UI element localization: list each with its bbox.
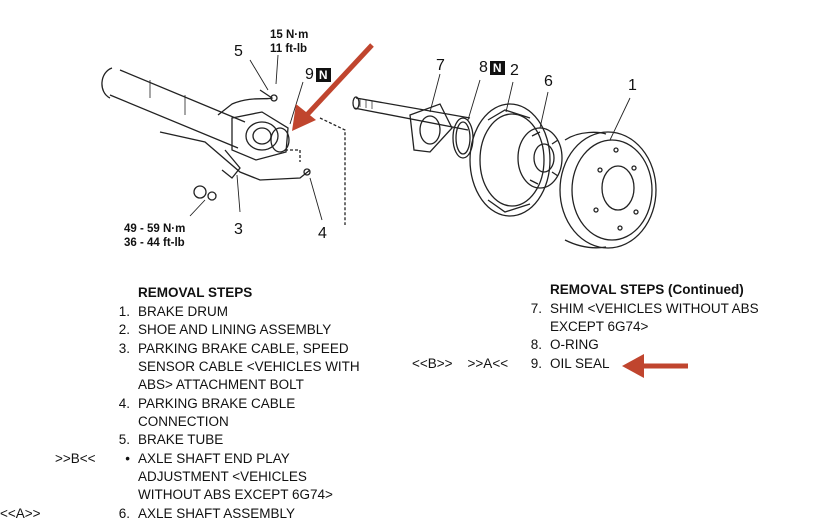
n-mark: N [489,61,505,75]
left-step-bullet: • AXLE SHAFT END PLAY ADJUSTMENT <VEHICL… [104,450,333,504]
backing-plate [469,103,551,217]
brake-drum [559,131,657,249]
left-step-1: 1. BRAKE DRUM [104,303,228,321]
left-step-6: 6. AXLE SHAFT ASSEMBLY [104,505,295,523]
step-number: 2. [118,322,130,337]
step-text: BRAKE TUBE [138,432,224,447]
torque-top-nm: 15 N·m [270,29,309,41]
step-text: SHIM <VEHICLES WITHOUT ABS EXCEPT 6G74> [550,301,759,334]
shim [409,103,453,153]
step-number: 8. [530,337,542,352]
step-number: 7. [530,301,542,316]
callout-5: 5 [234,43,243,60]
right-step-9: 9. OIL SEAL [516,355,610,373]
axle-exploded-diagram [101,43,657,249]
step-text: OIL SEAL [550,356,610,371]
right-step-7: 7. SHIM <VEHICLES WITHOUT ABS EXCEPT 6G7… [516,300,759,336]
step-text: BRAKE DRUM [138,304,229,319]
step-text: PARKING BRAKE CABLE CONNECTION [138,396,296,429]
torque-bottom-ftlb: 36 - 44 ft-lb [124,237,185,249]
torque-bottom-nm: 49 - 59 N·m [124,223,186,235]
callout-8-number: 8 [479,59,488,76]
housing-flange [231,111,289,161]
left-step-5: 5. BRAKE TUBE [104,431,224,449]
step-text: SHOE AND LINING ASSEMBLY [138,322,332,337]
brake-tube [217,89,274,116]
step-text: PARKING BRAKE CABLE, SPEED SENSOR CABLE … [138,341,360,392]
left-steps-heading: REMOVAL STEPS [138,285,253,300]
callout-1: 1 [628,77,637,94]
step-bullet: • [125,451,130,466]
callout-7: 7 [436,57,445,74]
right-steps-heading: REMOVAL STEPS (Continued) [550,282,744,297]
step-text: AXLE SHAFT END PLAY ADJUSTMENT <VEHICLES… [138,451,333,502]
axle-housing [101,67,246,149]
step-number: 6. [118,506,130,521]
step-text: AXLE SHAFT ASSEMBLY [138,506,296,521]
service-tags-oil-seal: <<B>> >>A<< [412,356,509,371]
oil-seal [270,127,290,153]
step-number: 5. [118,432,130,447]
callout-4: 4 [318,225,327,242]
callout-2: 2 [510,62,519,79]
service-tag-b: >>B<< [55,451,96,466]
n-mark: N [315,68,331,82]
step-number: 9. [530,356,542,371]
callout-3: 3 [234,221,243,238]
service-tag-a: <<A>> [0,506,41,521]
right-step-8: 8. O-RING [516,336,599,354]
step-text: O-RING [550,337,599,352]
left-step-4: 4. PARKING BRAKE CABLE CONNECTION [104,395,296,431]
highlight-arrow-diagram [292,43,374,131]
torque-top-ftlb: 11 ft-lb [270,43,308,55]
callout-9-number: 9 [305,66,314,83]
torque-spec-bottom: 49 - 59 N·m 36 - 44 ft-lb [124,222,185,250]
torque-spec-top: 15 N·m 11 ft-lb [270,28,308,56]
parking-brake-cable [159,131,311,181]
cable-bracket [221,149,241,179]
left-step-2: 2. SHOE AND LINING ASSEMBLY [104,321,332,339]
step-number: 3. [118,341,130,356]
lug-bolt [193,185,207,199]
step-number: 1. [118,304,130,319]
left-step-3: 3. PARKING BRAKE CABLE, SPEED SENSOR CAB… [104,340,360,394]
step-number: 4. [118,396,130,411]
highlight-arrow-steps [622,354,688,378]
callout-6: 6 [544,73,553,90]
